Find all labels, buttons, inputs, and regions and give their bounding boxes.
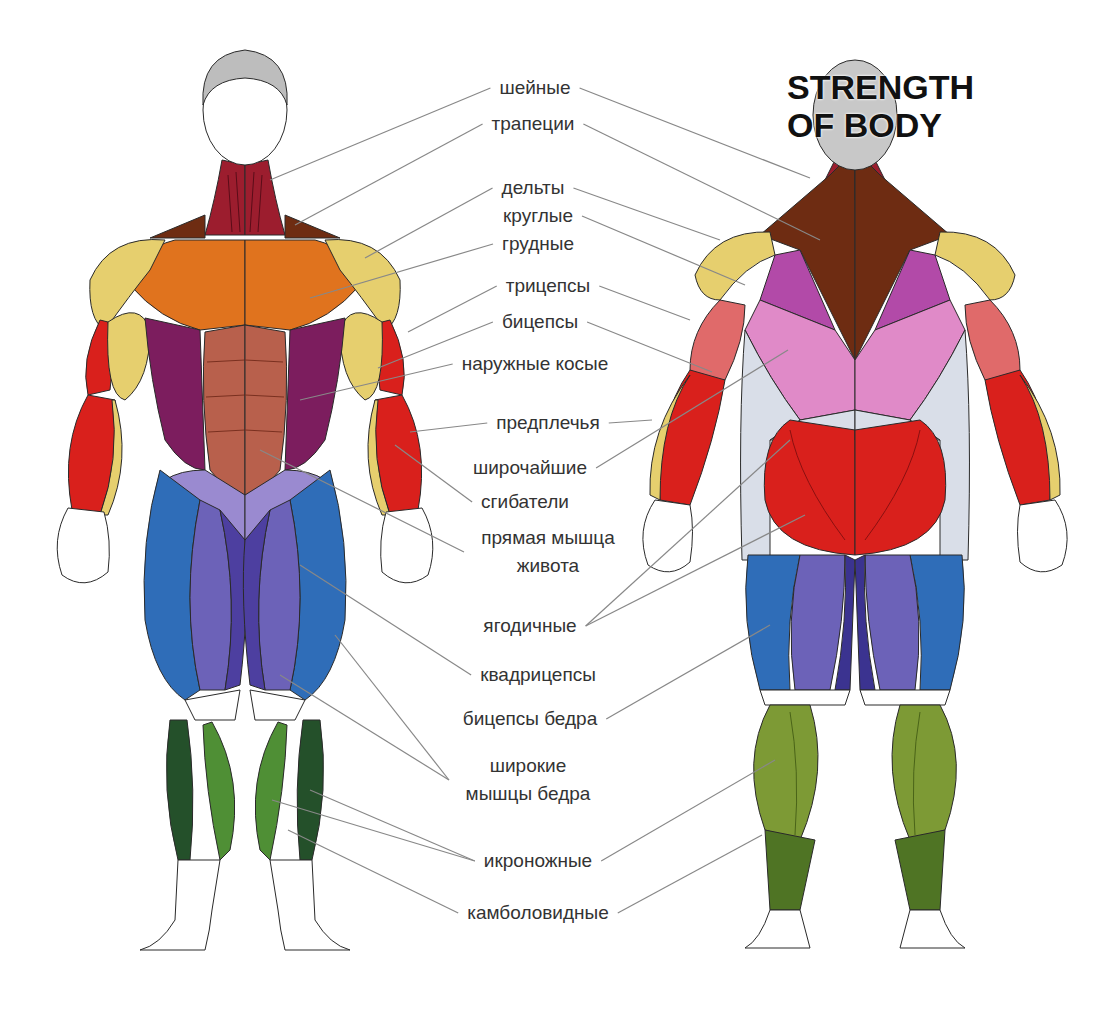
back-figure-right bbox=[855, 150, 1067, 948]
muscle-label: квадрицепсы bbox=[477, 661, 599, 689]
leader-line bbox=[582, 216, 745, 285]
leader-line bbox=[580, 88, 810, 178]
leader-line bbox=[280, 675, 449, 780]
back-figure-left bbox=[643, 150, 855, 948]
muscle-label: широчайшие bbox=[470, 454, 590, 482]
muscle-label: предплечья bbox=[493, 409, 603, 437]
muscle-label: трапеции bbox=[489, 110, 578, 138]
leader-line bbox=[410, 423, 487, 432]
logo-title: STRENGTH OF BODY bbox=[787, 68, 1002, 144]
front-hair bbox=[203, 50, 287, 105]
muscle-label: грудные bbox=[499, 230, 577, 258]
leader-line bbox=[573, 188, 720, 240]
muscle-label: ягодичные bbox=[480, 612, 579, 640]
leader-line bbox=[606, 625, 770, 719]
muscle-label: прямая мышца живота bbox=[470, 524, 626, 580]
front-figure-left bbox=[57, 160, 246, 950]
leader-line bbox=[596, 350, 788, 468]
muscle-label: трицепсы bbox=[503, 272, 594, 300]
muscle-label: круглые bbox=[500, 202, 576, 230]
leader-line bbox=[609, 420, 652, 423]
leader-line bbox=[300, 364, 453, 400]
muscle-label: бицепсы bbox=[499, 308, 581, 336]
leader-line bbox=[395, 445, 472, 502]
muscle-label: камболовидные bbox=[464, 899, 612, 927]
leader-line bbox=[310, 244, 493, 298]
muscle-label: бицепсы бедра bbox=[460, 705, 601, 733]
front-figure-right bbox=[243, 160, 432, 950]
muscle-label: широкие мышцы бедра bbox=[455, 752, 601, 808]
leader-line bbox=[300, 565, 471, 675]
leader-line bbox=[408, 286, 497, 332]
leader-line bbox=[272, 800, 475, 861]
muscle-label: сгибатели bbox=[478, 488, 572, 516]
leader-line bbox=[295, 124, 483, 225]
leader-line bbox=[618, 835, 762, 913]
leader-line bbox=[601, 760, 775, 861]
muscle-label: икроножные bbox=[481, 847, 595, 875]
leader-line bbox=[260, 450, 464, 552]
muscle-label: наружные косые bbox=[459, 350, 612, 378]
leader-line bbox=[270, 88, 490, 180]
leader-line bbox=[599, 286, 690, 320]
leader-line bbox=[288, 830, 458, 913]
muscle-label: дельты bbox=[499, 174, 568, 202]
leader-line bbox=[583, 124, 820, 240]
muscle-label: шейные bbox=[496, 74, 573, 102]
leader-line bbox=[365, 188, 493, 258]
leader-line bbox=[310, 790, 475, 861]
leader-line bbox=[335, 635, 449, 780]
